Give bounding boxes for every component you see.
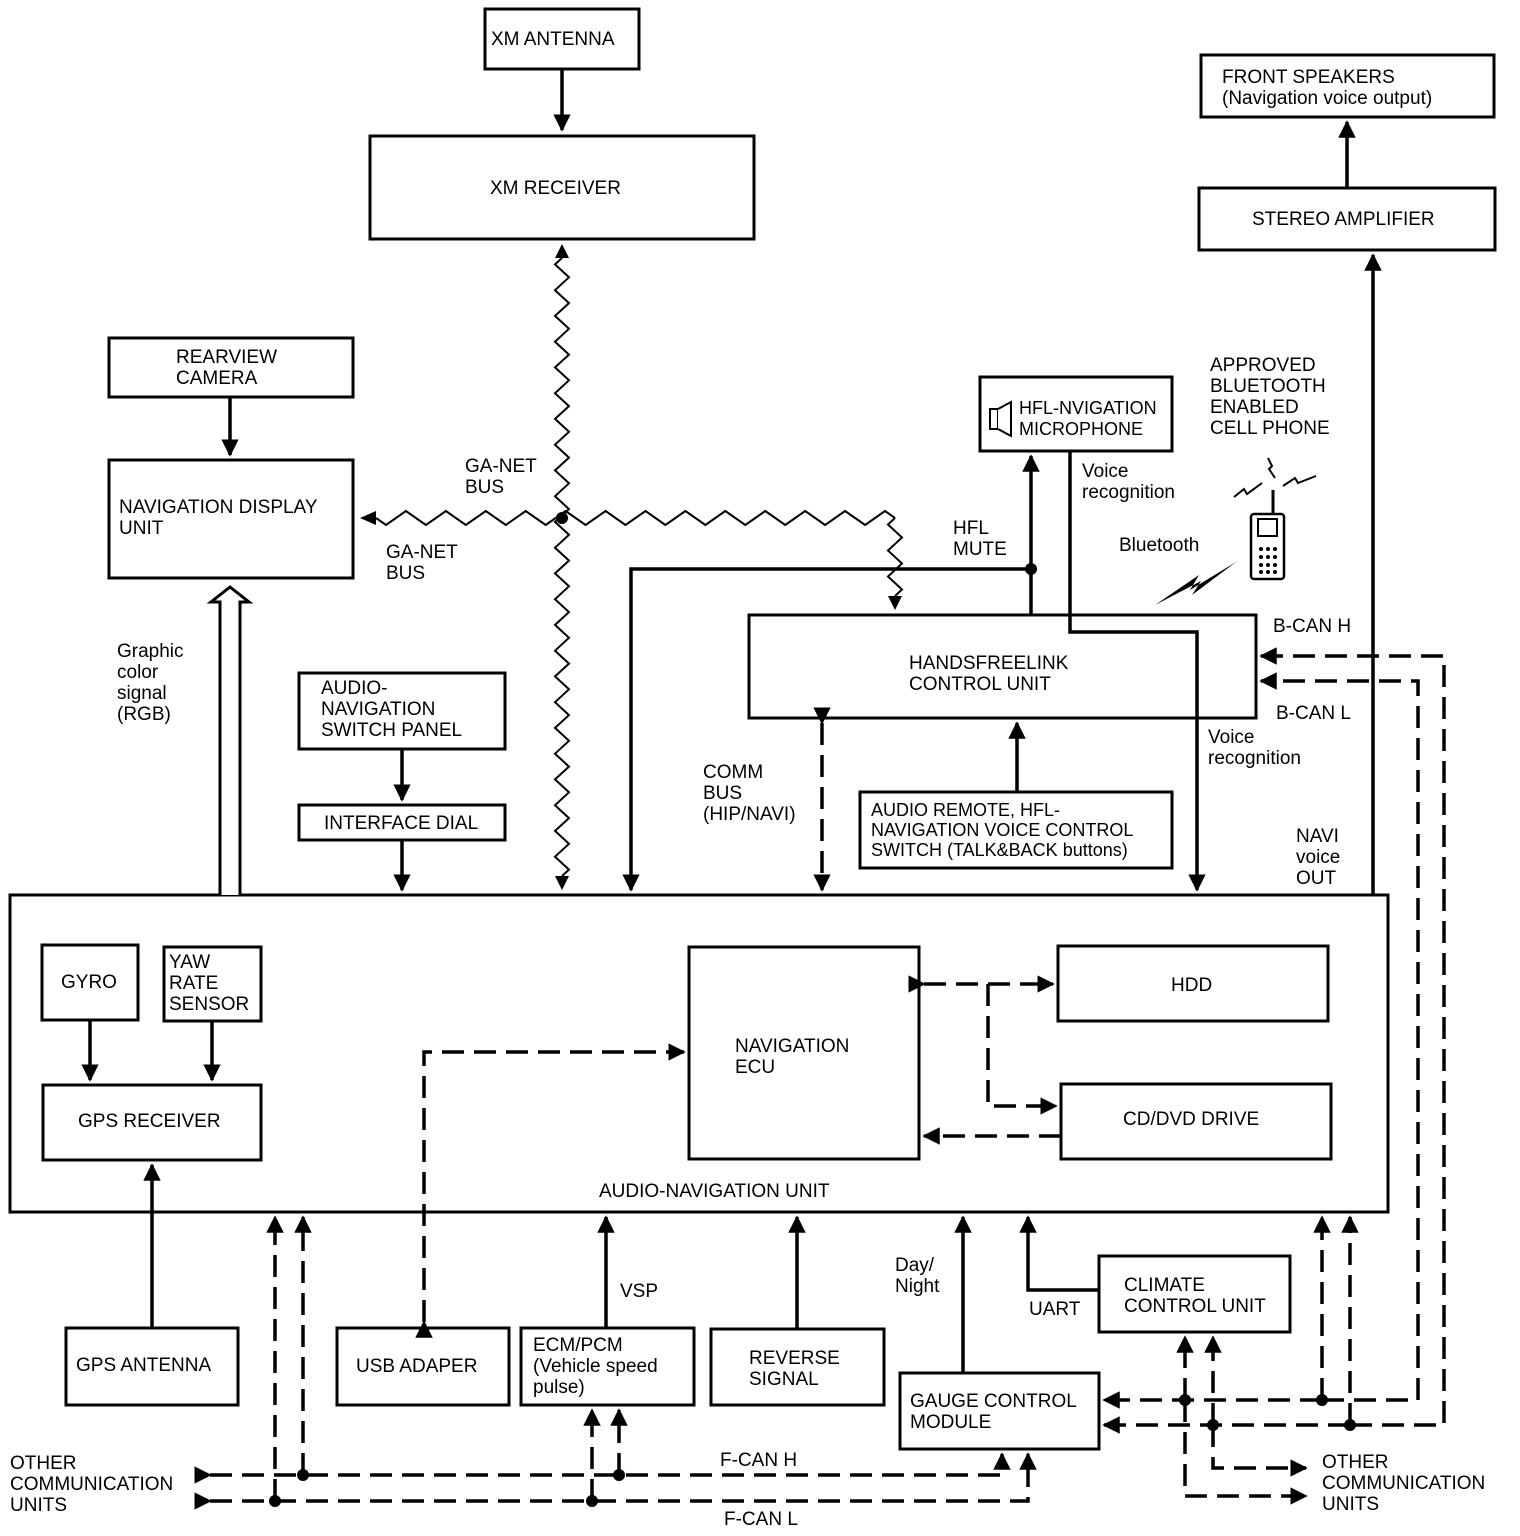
usb-adapter-label: USB ADAPER (356, 1356, 478, 1377)
other-units-right-l (1183, 1400, 1308, 1505)
other-units-left-label: OTHER COMMUNICATION UNITS (10, 1453, 174, 1516)
ga-net-bus (375, 257, 904, 877)
graphic-color-signal-label: Graphic color signal (RGB) (117, 641, 184, 725)
ecm-pcm-label: ECM/PCM (Vehicle speed pulse) (533, 1335, 658, 1398)
junction (1316, 1394, 1328, 1406)
ga-net-bus-segment (375, 509, 896, 527)
microphone-icon (989, 400, 1012, 438)
xm-antenna-label: XM ANTENNA (491, 29, 615, 50)
b-can-h-label: B-CAN H (1273, 616, 1352, 637)
navigation-display-unit-label: NAVIGATION DISPLAY UNIT (119, 497, 318, 539)
ga-net-arrowhead-display (360, 511, 376, 525)
junction (586, 1495, 598, 1507)
f-can-h-label: F-CAN H (720, 1450, 798, 1471)
navigation-ecu-label: NAVIGATION ECU (735, 1036, 850, 1078)
handsfreelink-control-unit-label: HANDSFREELINK CONTROL UNIT (909, 653, 1069, 695)
cd-dvd-drive-box (1059, 1082, 1333, 1161)
yaw-rate-sensor-box (162, 945, 263, 1023)
audio-remote-label: AUDIO REMOTE, HFL- NAVIGATION VOICE CONT… (871, 800, 1134, 860)
hdd-box (1056, 944, 1330, 1023)
f-can-h-line (194, 1452, 1011, 1484)
xm-receiver-box (368, 134, 756, 241)
ga-net-junction (556, 512, 568, 524)
usb-adapter-box (335, 1326, 511, 1407)
ga-net-bus-label-top: GA-NET BUS (465, 456, 537, 498)
gauge-control-module-box (898, 1371, 1101, 1451)
front-speakers-label: FRONT SPEAKERS (Navigation voice output) (1222, 67, 1433, 109)
audio-navigation-unit-label: AUDIO-NAVIGATION UNIT (599, 1181, 830, 1202)
b-can-h-line (1259, 672, 1420, 1402)
stereo-amplifier-box (1197, 186, 1497, 252)
uart-line (1019, 1215, 1099, 1292)
vsp-label: VSP (620, 1281, 659, 1302)
climate-control-unit-label: CLIMATE CONTROL UNIT (1124, 1275, 1266, 1317)
navigation-ecu-box (687, 945, 921, 1161)
junction (1344, 1419, 1356, 1431)
reverse-signal-label: REVERSE SIGNAL (749, 1348, 840, 1390)
voice-recognition-line (1068, 451, 1206, 892)
hfl-mute-label: HFL MUTE (953, 518, 1007, 560)
voice-recognition-top-label: Voice recognition (1082, 461, 1175, 503)
gyro-label: GYRO (61, 972, 117, 993)
voice-recognition-right-label: Voice recognition (1208, 727, 1301, 769)
bluetooth-label: Bluetooth (1119, 535, 1200, 556)
yaw-rate-sensor-label: YAW RATE SENSOR (169, 952, 250, 1015)
ga-net-arrowhead-unit (555, 876, 569, 890)
cell-phone-label: APPROVED BLUETOOTH ENABLED CELL PHONE (1210, 355, 1330, 439)
hfl-mute-junction (1025, 563, 1037, 575)
cell-phone-icon (1233, 457, 1317, 581)
hfl-microphone-label: HFL-NVIGATION MICROPHONE (1019, 398, 1157, 439)
ga-net-bus-segment (553, 257, 571, 877)
ga-net-arrowhead-hfl (888, 596, 902, 610)
bluetooth-signal-icon (1155, 562, 1236, 605)
gps-receiver-box (41, 1083, 263, 1162)
front-speakers-box (1199, 53, 1496, 119)
day-night-label: Day/ Night (895, 1255, 940, 1297)
junction (1179, 1394, 1191, 1406)
ecu-cd-line (986, 984, 1058, 1115)
f-can-l-label: F-CAN L (724, 1509, 798, 1530)
junction (1207, 1419, 1219, 1431)
ga-net-bus-label-bottom: GA-NET BUS (386, 542, 458, 584)
other-units-right-label: OTHER COMMUNICATION UNITS (1322, 1452, 1486, 1515)
gauge-control-module-label: GAUGE CONTROL MODULE (910, 1391, 1077, 1433)
usb-to-ecu-line (415, 1043, 686, 1338)
interface-dial-label: INTERFACE DIAL (324, 813, 479, 834)
cd-dvd-drive-label: CD/DVD DRIVE (1123, 1109, 1260, 1130)
gps-receiver-label: GPS RECEIVER (78, 1111, 221, 1132)
stereo-amplifier-label: STEREO AMPLIFIER (1252, 209, 1435, 230)
hdd-label: HDD (1171, 975, 1213, 996)
other-units-right-h (1211, 1425, 1308, 1477)
climate-control-unit-box (1097, 1254, 1292, 1334)
junction (613, 1469, 625, 1481)
hfl-mute-line (622, 567, 1031, 892)
junction (297, 1469, 309, 1481)
comm-bus-label: COMM BUS (HIP/NAVI) (703, 762, 796, 825)
f-can-l-line (194, 1452, 1037, 1510)
gps-antenna-label: GPS ANTENNA (76, 1355, 212, 1376)
rearview-camera-label: REARVIEW CAMERA (176, 347, 278, 389)
uart-label: UART (1029, 1299, 1081, 1320)
junction (269, 1495, 281, 1507)
ga-net-bus-segment (886, 517, 904, 597)
navi-voice-out-label: NAVI voice OUT (1296, 826, 1341, 889)
navigation-display-unit-box (107, 458, 355, 580)
xm-antenna-box (483, 7, 641, 71)
audio-remote-box (858, 790, 1174, 870)
ga-net-arrowhead-xm (555, 244, 569, 258)
gps-antenna-box (64, 1326, 240, 1407)
b-can-l-label: B-CAN L (1276, 703, 1351, 724)
b-can-l-line (1259, 647, 1446, 1427)
xm-receiver-label: XM RECEIVER (490, 178, 621, 199)
audio-nav-switch-panel-label: AUDIO- NAVIGATION SWITCH PANEL (321, 678, 463, 741)
interface-dial-box (297, 803, 507, 842)
rgb-signal-arrow (206, 585, 254, 895)
